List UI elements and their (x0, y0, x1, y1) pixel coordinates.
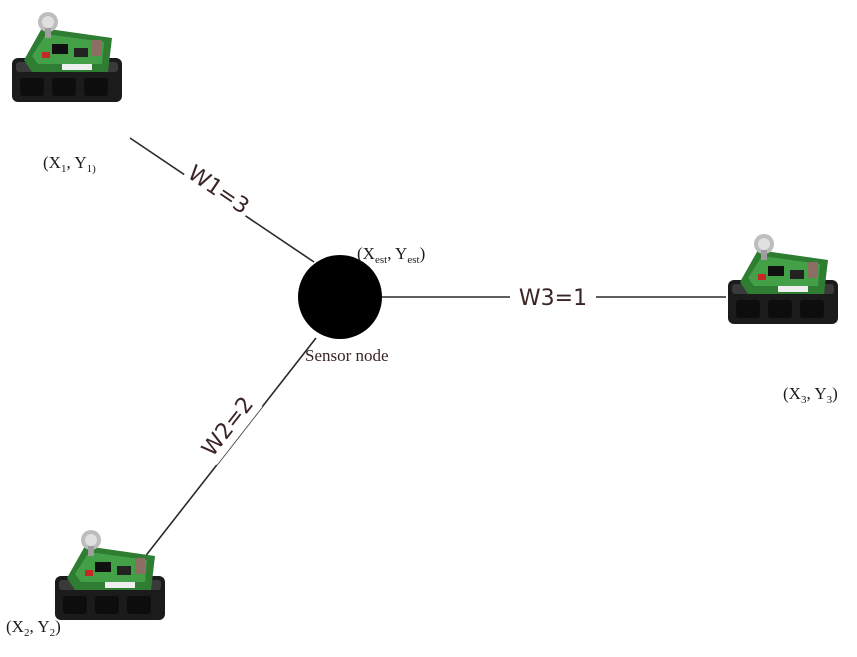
anchor-2-coord: (X2, Y2) (6, 617, 61, 639)
sensor-mote-icon (55, 530, 165, 620)
sensor-mote-icon (12, 12, 122, 102)
anchor-1-coord: (X1, Y1) (43, 153, 96, 175)
sensor-node-label: Sensor node (305, 346, 389, 365)
sensor-mote-icon (728, 234, 838, 324)
edge-label-w3: W3=1 (519, 286, 587, 311)
sensor-node (298, 255, 382, 339)
sensor-node-coord: (Xest, Yest) (357, 244, 425, 266)
anchor-3-coord: (X3, Y3) (783, 384, 838, 406)
